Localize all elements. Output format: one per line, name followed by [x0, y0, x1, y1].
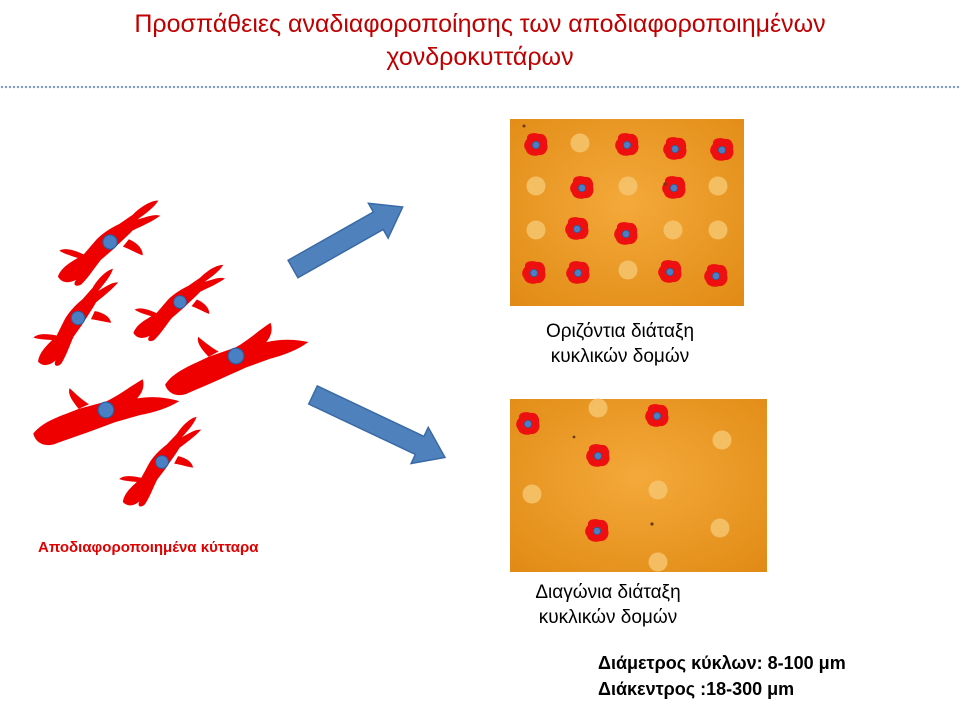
dedifferentiated-cell — [159, 318, 314, 398]
dedifferentiated-cell — [45, 199, 175, 291]
title-line-1: Προσπάθειες αναδιαφοροποίησης των αποδια… — [134, 10, 826, 38]
circle-diameter-text: Διάμετρος κύκλων: 8-100 μm — [598, 653, 846, 673]
horizontal-caption-line-2: κυκλικών δομών — [550, 346, 690, 367]
diagonal-arrangement-panel — [510, 398, 767, 572]
dedifferentiated-cells-label: Αποδιαφοροποιημένα κύτταρα — [38, 539, 259, 556]
title-divider — [0, 85, 960, 89]
diagonal-caption-line-1: Διαγώνια διάταξη — [535, 582, 681, 603]
diagonal-caption-line-2: κυκλικών δομών — [538, 607, 678, 628]
cell-cluster — [15, 199, 314, 514]
arrow-to-diagonal — [307, 384, 447, 465]
dedifferentiated-cell — [122, 263, 238, 346]
dedifferentiated-cell — [30, 377, 182, 447]
arrow-to-horizontal — [287, 202, 404, 279]
dedifferentiated-cell — [102, 415, 222, 514]
title-line-2: χονδροκυττάρων — [386, 43, 574, 71]
pattern-dimensions: Διάμετρος κύκλων: 8-100 μm Διάκεντρος :1… — [598, 650, 846, 702]
horizontal-caption-line-1: Οριζόντια διάταξη — [545, 321, 695, 342]
center-spacing-text: Διάκεντρος :18-300 μm — [598, 679, 795, 699]
horizontal-caption: Οριζόντια διάταξη κυκλικών δομών — [500, 319, 740, 369]
diagonal-caption: Διαγώνια διάταξη κυκλικών δομών — [488, 580, 728, 630]
horizontal-arrangement-panel — [510, 119, 744, 306]
slide-title: Προσπάθειες αναδιαφοροποίησης των αποδια… — [0, 8, 960, 74]
